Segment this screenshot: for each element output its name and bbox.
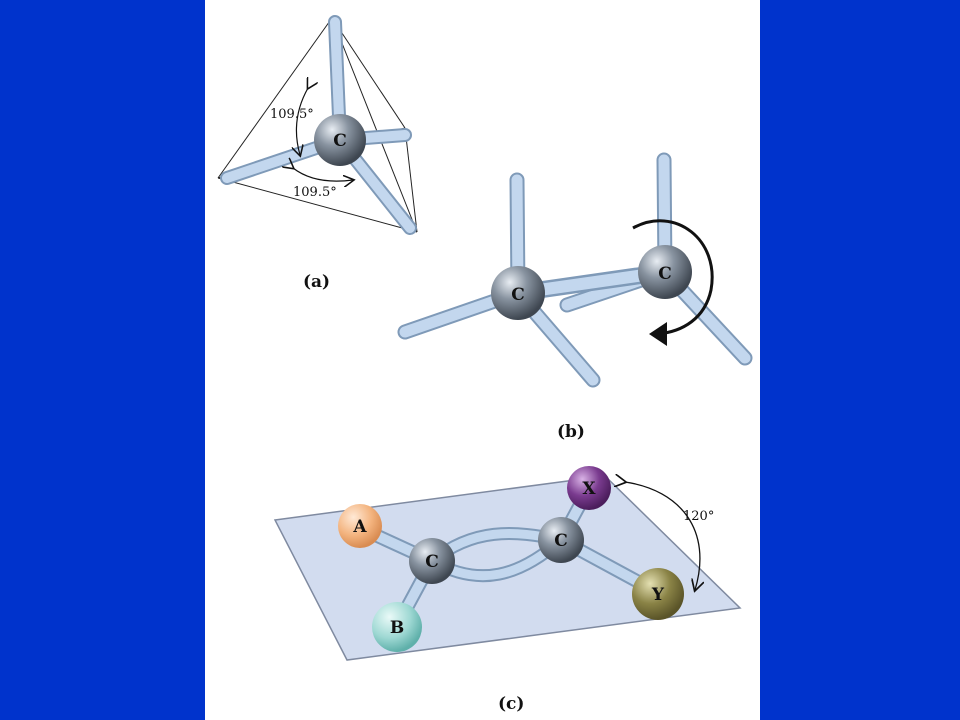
- carbon-atom-label: C: [333, 131, 347, 151]
- panel-label-c: (c): [498, 694, 524, 714]
- panel-label-a: (a): [303, 272, 330, 292]
- carbon-atom-right-label: C: [554, 531, 568, 551]
- substituent-b: [372, 602, 422, 652]
- tetrahedral-model: C 109.5° 109.5° (a): [217, 15, 418, 292]
- carbon-atom: [314, 114, 366, 166]
- rotation-arrow-icon: [632, 219, 714, 346]
- substituent-a: [338, 504, 382, 548]
- substituent-x: [567, 466, 611, 510]
- angle-label-bottom: 109.5°: [293, 185, 337, 200]
- substituent-b-label: B: [390, 618, 404, 638]
- substituent-x-label: X: [582, 479, 596, 499]
- angle-arc-bottom: [293, 168, 353, 181]
- angle-label-top: 109.5°: [270, 107, 314, 122]
- carbon-atom-right-label: C: [658, 264, 672, 284]
- ethane-model: C C (b): [397, 152, 753, 442]
- figure-panel: C 109.5° 109.5° (a): [205, 0, 760, 720]
- carbon-atom-right: [638, 245, 692, 299]
- carbon-atom-right: [538, 517, 584, 563]
- carbon-atom-left: [409, 538, 455, 584]
- ethene-model: A B X Y C C 120° (c): [273, 466, 742, 714]
- carbon-atom-left-label: C: [511, 285, 525, 305]
- ethane-bonds: [397, 152, 753, 388]
- angle-arc: [625, 482, 700, 590]
- substituent-a-label: A: [352, 517, 367, 537]
- molecule-diagram: C 109.5° 109.5° (a): [217, 15, 753, 714]
- substituent-y-label: Y: [651, 585, 665, 605]
- carbon-atom-left-label: C: [425, 552, 439, 572]
- angle-arc-top: [296, 88, 308, 155]
- angle-label: 120°: [683, 509, 714, 524]
- panel-label-b: (b): [557, 422, 585, 442]
- carbon-atom-left: [491, 266, 545, 320]
